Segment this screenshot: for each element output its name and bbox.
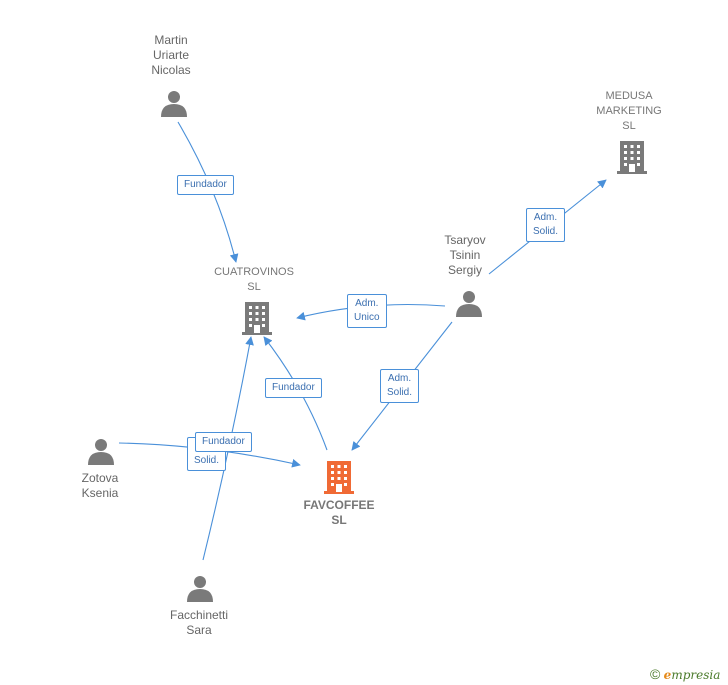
node-label-facchinetti[interactable]: Facchinetti Sara: [157, 608, 241, 638]
node-label-line: SL: [247, 281, 261, 293]
edge-label-text: Solid.: [387, 387, 413, 398]
node-label-line: MARKETING: [596, 105, 662, 117]
node-label-medusa[interactable]: MEDUSA MARKETING SL: [584, 89, 674, 134]
node-label-line: Sergiy: [447, 263, 482, 277]
edge-label-martin-cuatrovinos[interactable]: Fundador: [177, 175, 234, 195]
node-label-line: SL: [331, 513, 347, 527]
person-icon-zotova: [88, 439, 114, 465]
copyright-icon: ©: [650, 666, 661, 682]
node-label-line: MEDUSA: [605, 90, 653, 102]
edge-label-text: Adm.: [533, 212, 558, 223]
node-label-line: Facchinetti: [169, 608, 229, 622]
edge-label-tsaryov-favcoffee[interactable]: Adm. Solid.: [380, 369, 420, 403]
node-label-line: Martin: [154, 33, 188, 47]
empresia-logo-initial: e: [663, 668, 672, 682]
person-icon-tsaryov: [456, 291, 482, 317]
edge-label-facchinetti-cuatrovinos[interactable]: Fundador: [195, 432, 252, 452]
edge-label-text: Adm.: [387, 373, 412, 384]
edge-label-favcoffee-cuatrovinos[interactable]: Fundador: [265, 378, 322, 398]
node-label-favcoffee[interactable]: FAVCOFFEE SL: [289, 498, 389, 528]
edge-label-text: Unico: [354, 312, 380, 323]
node-label-zotova[interactable]: Zotova Ksenia: [60, 471, 140, 501]
person-icon-martin: [161, 91, 187, 117]
edge-label-text: Solid.: [533, 226, 559, 237]
node-label-line: Ksenia: [81, 486, 119, 500]
edge-label-text: Fundador: [272, 382, 315, 393]
edge-label-text: Fundador: [202, 436, 245, 447]
empresia-credit[interactable]: © empresia: [650, 666, 720, 682]
node-label-line: CUATROVINOS: [214, 266, 294, 278]
empresia-logo-text: mpresia: [671, 668, 721, 682]
node-label-line: Tsinin: [449, 248, 481, 262]
building-icon-medusa: [617, 141, 647, 174]
node-label-line: Uriarte: [152, 48, 189, 62]
building-icon-cuatrovinos: [242, 302, 272, 335]
node-label-line: Zotova: [81, 471, 119, 485]
node-label-line: Tsaryov: [444, 233, 486, 247]
edge-label-text: Solid.: [194, 455, 220, 466]
node-label-line: Sara: [186, 623, 212, 637]
edge-label-text: Adm.: [355, 298, 379, 309]
person-icon-facchinetti: [187, 576, 213, 602]
building-icon-favcoffee: [324, 461, 354, 494]
edge-label-tsaryov-medusa[interactable]: Adm. Solid.: [526, 208, 566, 242]
edge-label-text: Fundador: [184, 179, 227, 190]
node-label-cuatrovinos[interactable]: CUATROVINOS SL: [204, 265, 304, 295]
node-label-tsaryov[interactable]: Tsaryov Tsinin Sergiy: [425, 233, 505, 278]
node-label-line: SL: [622, 120, 636, 132]
node-label-line: FAVCOFFEE: [303, 498, 375, 512]
edge-label-tsaryov-cuatrovinos[interactable]: Adm. Unico: [347, 294, 387, 328]
node-label-martin[interactable]: Martin Uriarte Nicolas: [131, 33, 211, 78]
node-label-line: Nicolas: [151, 63, 191, 77]
